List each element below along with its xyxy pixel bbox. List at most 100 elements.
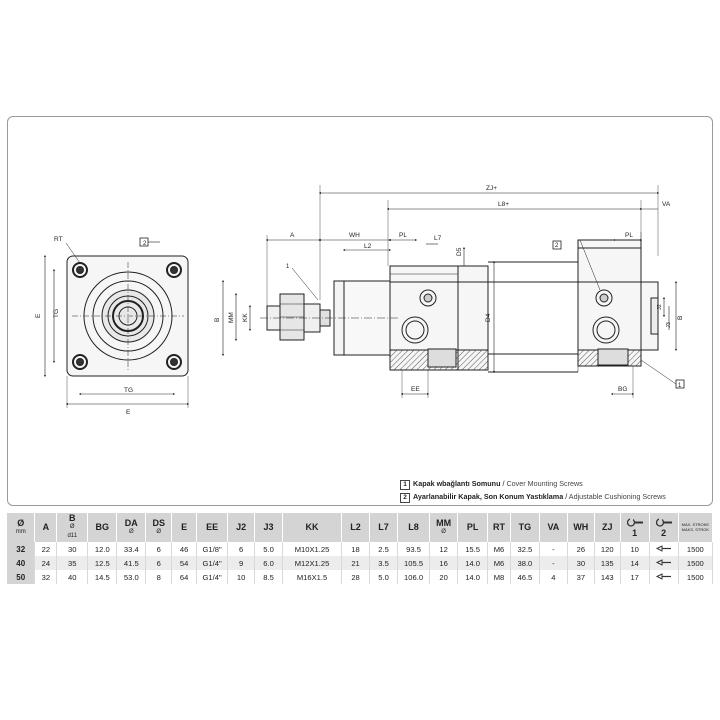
header-va: VA xyxy=(539,513,568,542)
cell-wh: 26 xyxy=(567,542,595,556)
header-wh: WH xyxy=(567,513,595,542)
callout-2-front: 2 xyxy=(143,241,147,247)
cell-tg: 38.0 xyxy=(510,556,540,570)
header-a: A xyxy=(34,513,58,542)
header-bg: BG xyxy=(87,513,118,542)
cell-bore: 32 xyxy=(7,542,36,556)
label-j3: J3 xyxy=(666,322,672,328)
cell-bg: 12.5 xyxy=(87,556,118,570)
cell-w2 xyxy=(649,556,679,570)
cell-j3: 6.0 xyxy=(254,556,284,570)
label-l2: L2 xyxy=(364,243,372,250)
key-icon xyxy=(655,558,671,566)
header-pl: PL xyxy=(457,513,489,542)
cell-wh: 37 xyxy=(567,570,595,584)
cell-zj: 143 xyxy=(594,570,621,584)
cell-w2 xyxy=(649,542,679,556)
cell-a: 32 xyxy=(34,570,58,584)
cell-l7: 2.5 xyxy=(369,542,398,556)
label-mm: MM xyxy=(228,312,235,323)
cell-rt: M6 xyxy=(487,556,511,570)
cell-w1: 10 xyxy=(620,542,650,556)
cell-stroke: 1500 xyxy=(678,542,714,556)
cell-j2: 6 xyxy=(227,542,256,556)
cell-va: - xyxy=(539,542,568,556)
cell-va: - xyxy=(539,556,568,570)
cell-w2 xyxy=(649,570,679,584)
cell-b: 40 xyxy=(56,570,89,584)
end-view xyxy=(552,232,685,398)
cell-b: 30 xyxy=(56,542,89,556)
header-l8: L8 xyxy=(397,513,431,542)
label-va: VA xyxy=(662,201,671,208)
cell-a: 22 xyxy=(34,542,58,556)
cell-stroke: 1500 xyxy=(678,556,714,570)
label-a: A xyxy=(290,232,295,239)
label-rt: RT xyxy=(54,236,63,243)
cell-l8: 93.5 xyxy=(397,542,431,556)
cell-bg: 12.0 xyxy=(87,542,118,556)
cell-da: 53.0 xyxy=(116,570,147,584)
label-wh: WH xyxy=(349,232,360,239)
cell-mm: 20 xyxy=(429,570,459,584)
cell-bore: 50 xyxy=(7,570,36,584)
cell-ds: 6 xyxy=(145,556,173,570)
key-icon xyxy=(655,544,671,552)
cell-j2: 9 xyxy=(227,556,256,570)
callout-2-end: 2 xyxy=(555,243,559,249)
label-zj: ZJ+ xyxy=(486,185,497,192)
label-tg-vertical: TG xyxy=(53,309,60,318)
cell-bore: 40 xyxy=(7,556,36,570)
header-tg: TG xyxy=(510,513,540,542)
label-l7: L7 xyxy=(434,235,442,242)
header-rt: RT xyxy=(487,513,511,542)
cell-e: 54 xyxy=(171,556,198,570)
cell-w1: 14 xyxy=(620,556,650,570)
cell-tg: 46.5 xyxy=(510,570,540,584)
cell-j3: 8.5 xyxy=(254,570,284,584)
key-icon xyxy=(655,572,671,580)
cell-kk: M16X1.5 xyxy=(282,570,343,584)
cell-l2: 18 xyxy=(341,542,371,556)
front-view xyxy=(43,237,190,408)
cell-zj: 120 xyxy=(594,542,621,556)
label-d4: D4 xyxy=(485,313,492,322)
cell-kk: M10X1.25 xyxy=(282,542,343,556)
cell-l7: 5.0 xyxy=(369,570,398,584)
header-j2: J2 xyxy=(227,513,256,542)
side-view xyxy=(221,185,660,398)
cell-stroke: 1500 xyxy=(678,570,714,584)
label-d5: D5 xyxy=(456,247,463,256)
cell-j3: 5.0 xyxy=(254,542,284,556)
cell-l7: 3.5 xyxy=(369,556,398,570)
cell-ee: G1/4" xyxy=(196,570,229,584)
header-l2: L2 xyxy=(341,513,371,542)
cell-va: 4 xyxy=(539,570,568,584)
cell-a: 24 xyxy=(34,556,58,570)
cell-mm: 12 xyxy=(429,542,459,556)
cell-zj: 135 xyxy=(594,556,621,570)
drawing-panel xyxy=(7,116,713,506)
label-e-horizontal: E xyxy=(126,409,131,416)
cell-tg: 32.5 xyxy=(510,542,540,556)
label-pl-side: PL xyxy=(399,232,407,239)
label-pl-end: PL xyxy=(625,232,633,239)
cell-da: 41.5 xyxy=(116,556,147,570)
header-l7: L7 xyxy=(369,513,398,542)
cell-rt: M8 xyxy=(487,570,511,584)
cell-l8: 106.0 xyxy=(397,570,431,584)
callout-1-end: 1 xyxy=(678,383,682,389)
label-e-vertical: E xyxy=(35,313,42,318)
cell-mm: 16 xyxy=(429,556,459,570)
